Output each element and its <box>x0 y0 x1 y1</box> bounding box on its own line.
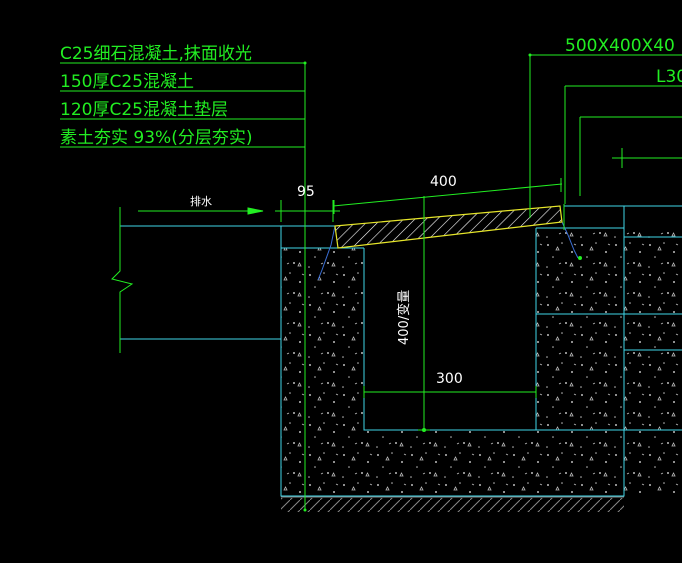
right-wall-fill <box>536 228 624 430</box>
annotation-layer3: 120厚C25混凝土垫层 <box>60 100 228 120</box>
dimension-gap: 95 <box>297 184 315 200</box>
base-slab-fill <box>281 430 624 496</box>
slope-lines <box>317 221 579 281</box>
annotation-code: L30 <box>656 67 682 87</box>
concrete-body <box>281 228 682 496</box>
annotation-spec: 500X400X40 <box>565 36 675 56</box>
right-slab-fill <box>624 228 682 496</box>
flow-direction-label: 排水 <box>190 194 212 208</box>
dimension-cover-width: 400 <box>430 174 457 190</box>
dimension-channel-width: 300 <box>436 371 463 387</box>
annotation-layer2: 150厚C25混凝土 <box>60 72 194 92</box>
dimension-channel-depth: 400/变量 <box>396 290 412 345</box>
annotation-layer1: C25细石混凝土,抹面收光 <box>60 44 252 64</box>
grating-cover <box>334 205 563 249</box>
ground-hatch <box>281 498 624 512</box>
channel-outline <box>120 205 682 497</box>
annotation-leaders <box>60 54 682 510</box>
annotation-layer4: 素土夯实 93%(分层夯实) <box>60 128 252 148</box>
left-wall-fill <box>281 248 364 430</box>
leader-dots <box>303 53 582 512</box>
